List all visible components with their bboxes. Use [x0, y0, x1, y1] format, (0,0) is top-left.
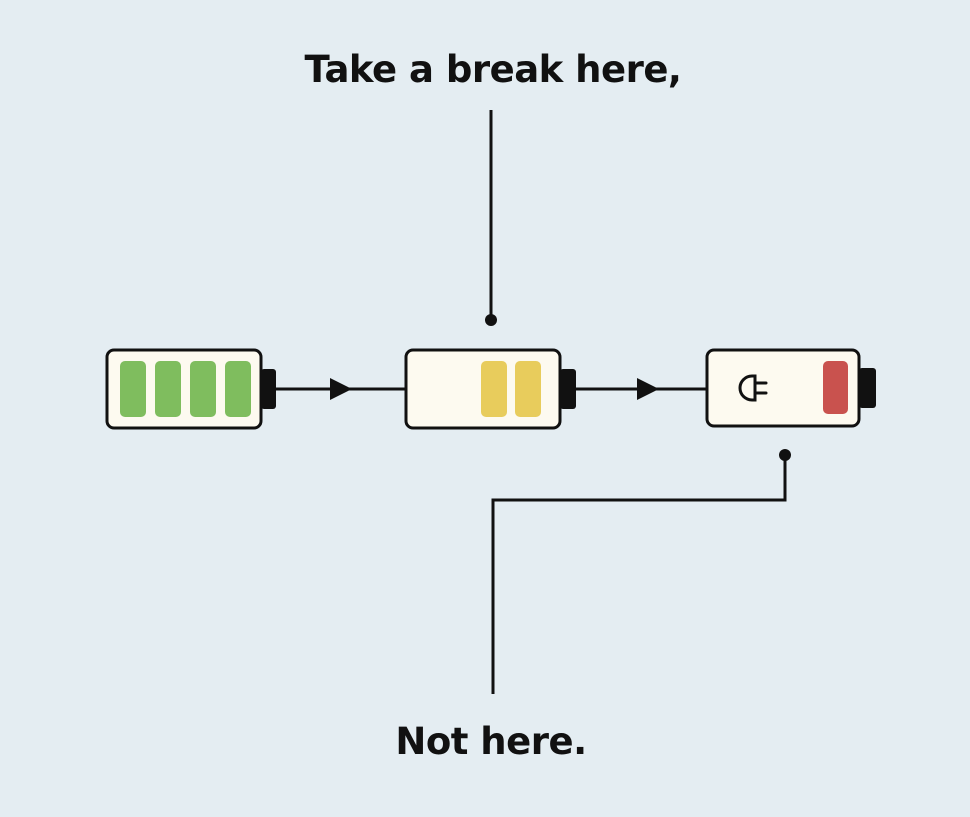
battery-terminal: [261, 369, 276, 409]
pointer-dot: [485, 314, 497, 326]
caption-take-a-break: Take a break here,: [304, 48, 683, 91]
charge-segment: [155, 361, 181, 417]
battery-half: [404, 348, 576, 430]
arrow-right-icon: [637, 378, 659, 400]
battery-terminal: [859, 368, 876, 408]
charge-segment: [225, 361, 251, 417]
plug-icon: [738, 374, 768, 402]
battery-full: [105, 348, 276, 430]
charge-segment: [481, 361, 507, 417]
charge-segment: [120, 361, 146, 417]
battery-terminal: [560, 369, 576, 409]
caption-not-here: Not here.: [395, 720, 587, 763]
arrow-right-icon: [330, 378, 352, 400]
connector-full-to-half: [276, 378, 406, 400]
pointer-take-a-break: [485, 110, 497, 326]
pointer-not-here: [491, 449, 791, 694]
pointer-dot: [779, 449, 791, 461]
charge-segment: [190, 361, 216, 417]
battery-low: [705, 348, 876, 428]
charge-segment: [823, 361, 848, 414]
charge-segment: [515, 361, 541, 417]
